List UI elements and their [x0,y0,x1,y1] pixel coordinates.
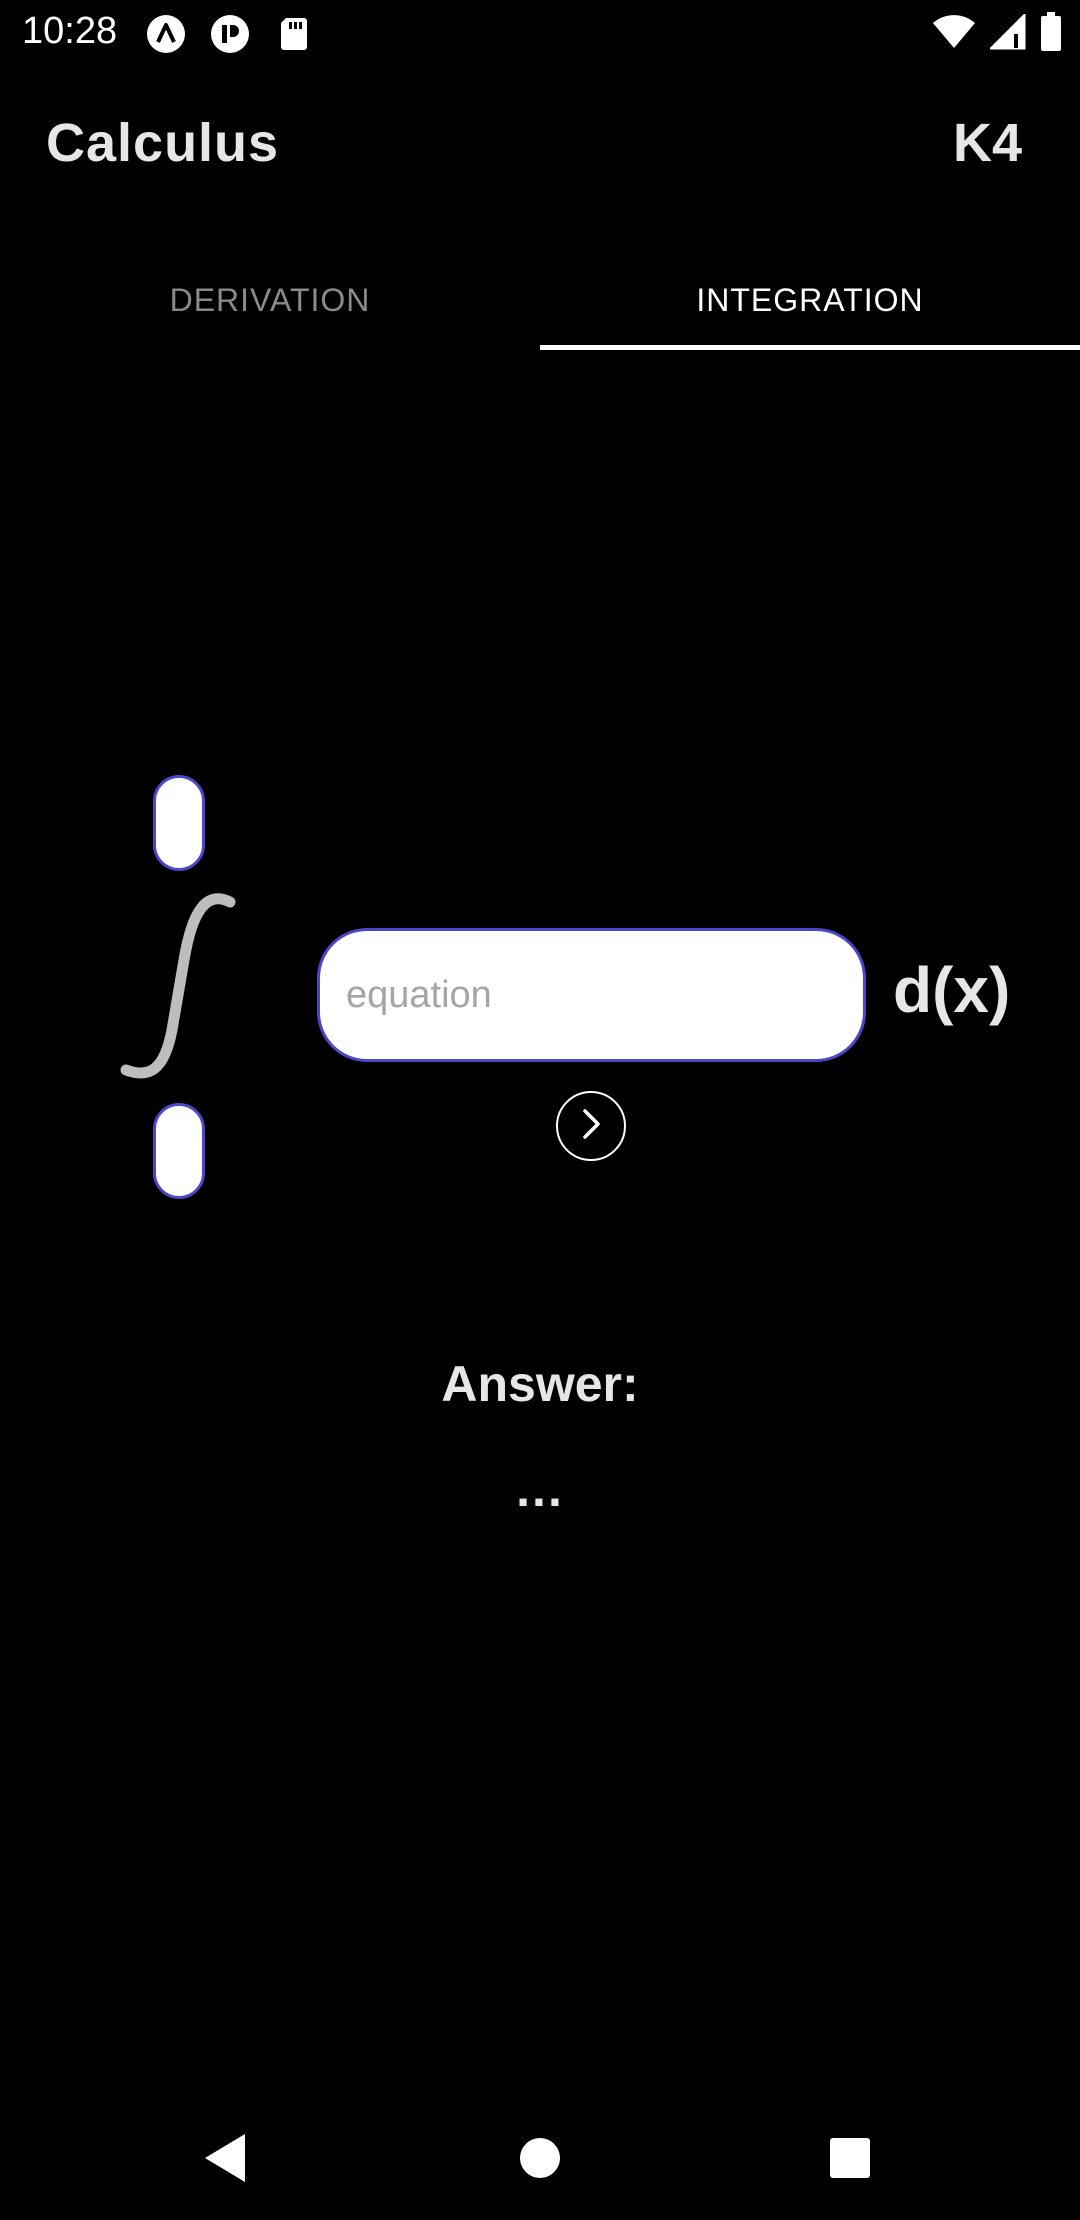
p-icon [210,14,250,54]
home-icon [518,2136,562,2185]
wifi-icon [932,14,976,55]
app-badge[interactable]: K4 [952,113,1022,173]
signal-icon [988,11,1026,55]
app-title: Calculus [46,113,280,173]
recents-button[interactable] [810,2120,890,2200]
calculate-button[interactable] [556,1091,626,1161]
equation-input[interactable] [317,928,866,1062]
answer-value: ... [516,1461,564,1517]
status-right-icons [932,11,1062,57]
integral-sign-icon [118,890,248,1090]
battery-icon [1040,11,1062,57]
upper-limit-input[interactable] [153,775,205,871]
chevron-right-icon [576,1107,606,1146]
tab-integration[interactable]: INTEGRATION [540,250,1080,350]
home-button[interactable] [500,2120,580,2200]
tab-derivation[interactable]: DERIVATION [169,281,371,318]
answer-label: Answer: [441,1356,639,1412]
a-icon [146,14,186,54]
tab-bar: DERIVATION INTEGRATION [0,250,1080,350]
lower-limit-input[interactable] [153,1103,205,1199]
navigation-bar [0,2100,1080,2220]
differential-label: d(x) [893,954,1011,1026]
sd-card-icon [274,14,314,54]
back-icon [201,2132,251,2189]
status-bar: 10:28 [0,0,1080,66]
back-button[interactable] [186,2120,266,2200]
recents-icon [828,2136,872,2185]
status-time: 10:28 [22,10,118,52]
